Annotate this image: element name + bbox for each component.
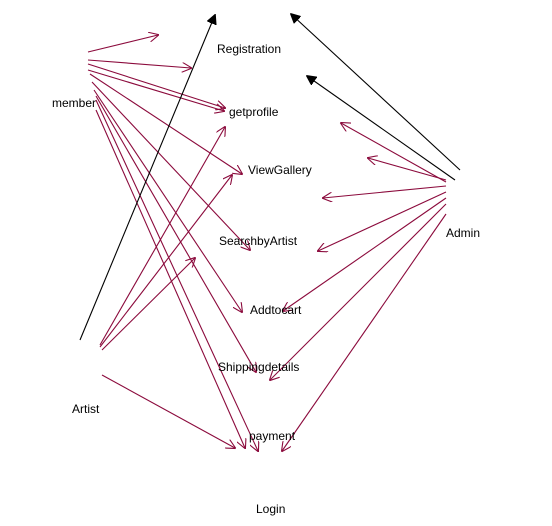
actor-member: member <box>52 96 96 110</box>
edge-member-7 <box>93 89 242 312</box>
edge-admin-viewgallery <box>368 158 447 181</box>
edge-admin-searchbyartist <box>318 191 447 251</box>
usecase-viewgallery: ViewGallery <box>248 163 312 177</box>
actor-artist: Artist <box>72 402 100 416</box>
edge-admin-payment <box>282 213 447 451</box>
edge-admin-registration <box>291 14 461 171</box>
usecase-shippingdetails: Shippingdetails <box>218 360 299 374</box>
edge-artist-payment <box>101 374 235 448</box>
edge-artist-registration <box>79 15 215 341</box>
edge-member-1 <box>87 35 158 53</box>
edge-admin-login <box>307 76 456 181</box>
edge-artist-2 <box>99 175 232 348</box>
usecase-registration: Registration <box>217 42 281 56</box>
edge-member-5 <box>89 73 242 174</box>
usecase-payment: payment <box>249 429 296 443</box>
usecase-addtocart: Addtocart <box>250 303 302 317</box>
edge-admin-getprofile <box>341 123 447 183</box>
usecase-login: Login <box>256 502 285 516</box>
edge-artist-3 <box>101 258 195 351</box>
edge-artist-1 <box>99 127 225 346</box>
usecase-searchbyartist: SearchbyArtist <box>219 234 298 248</box>
edge-member-10 <box>95 109 245 448</box>
edge-admin-addtocart <box>283 197 447 311</box>
edge-admin-viewgallery-2 <box>323 185 447 198</box>
edge-admin-shippingdetails <box>270 203 447 380</box>
edge-member-2 <box>87 59 191 68</box>
edge-member-8 <box>95 95 256 372</box>
edge-member-4 <box>87 69 224 111</box>
edge-member-6 <box>91 81 250 250</box>
edge-member-3 <box>87 63 225 108</box>
actor-admin: Admin <box>446 226 480 240</box>
edges-group <box>79 14 461 451</box>
usecase-getprofile: getprofile <box>229 105 279 119</box>
